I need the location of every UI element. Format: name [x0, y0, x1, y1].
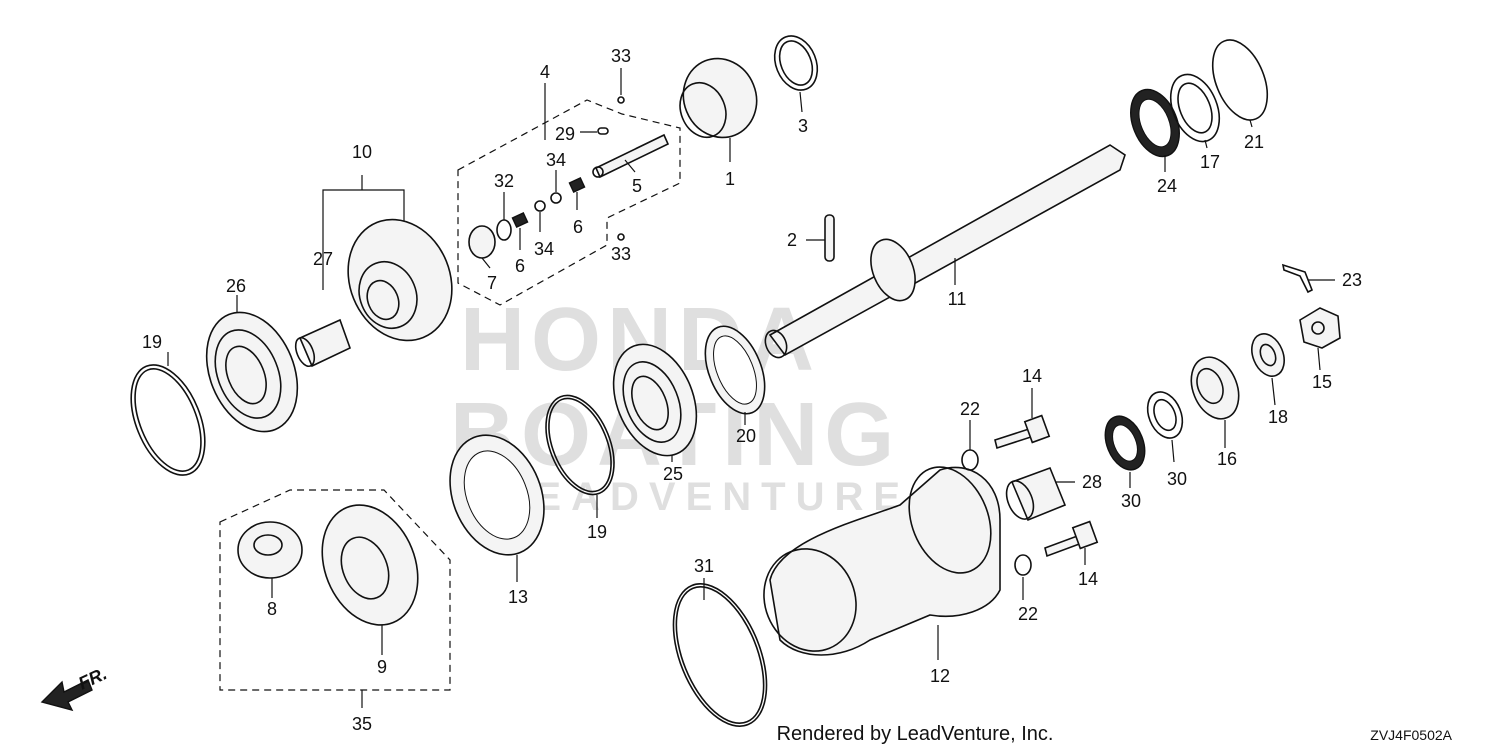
- label-24[interactable]: 24: [1157, 176, 1177, 196]
- o-ring-19b: [545, 394, 615, 496]
- footer-credit: Rendered by LeadVenture, Inc.: [777, 723, 1054, 745]
- label-21[interactable]: 21: [1244, 132, 1264, 152]
- label-22b[interactable]: 22: [1018, 604, 1038, 624]
- label-30a[interactable]: 30: [1121, 491, 1141, 511]
- pin-29: [597, 127, 609, 135]
- bearing-25: [612, 343, 698, 457]
- pin-33a: [617, 96, 625, 104]
- ring-3: [773, 35, 819, 91]
- washer-22b: [1014, 554, 1032, 576]
- label-29[interactable]: 29: [555, 124, 575, 144]
- label-22a[interactable]: 22: [960, 399, 980, 419]
- bearing-26: [205, 311, 299, 433]
- label-27[interactable]: 27: [313, 249, 333, 269]
- label-8[interactable]: 8: [267, 599, 277, 619]
- bearing-holder-12: [769, 466, 1001, 656]
- watermark-line3: LEADVENTURE: [500, 475, 910, 519]
- label-6b[interactable]: 6: [573, 217, 583, 237]
- label-7[interactable]: 7: [487, 273, 497, 293]
- label-19a[interactable]: 19: [142, 332, 162, 352]
- shift-shaft-5: [594, 133, 670, 179]
- shim-21: [1211, 39, 1269, 121]
- spring-6b: [568, 177, 586, 193]
- label-25[interactable]: 25: [663, 464, 683, 484]
- pin-2: [824, 214, 835, 262]
- label-12[interactable]: 12: [930, 666, 950, 686]
- seal-30b: [1146, 391, 1184, 439]
- label-1[interactable]: 1: [725, 169, 735, 189]
- castle-nut-15: [1299, 307, 1341, 349]
- part-labels: 1 2 3 4 5 6 6 7 8 9 10 11 12 13 14 14 15…: [142, 46, 1362, 734]
- forward-gear-9: [321, 504, 419, 626]
- o-ring-19: [130, 364, 206, 476]
- label-19b[interactable]: 19: [587, 522, 607, 542]
- collar-16: [1190, 356, 1240, 420]
- spring-6a: [511, 212, 529, 228]
- o-ring-31: [672, 583, 768, 727]
- label-31[interactable]: 31: [694, 556, 714, 576]
- washer-17: [1169, 73, 1221, 143]
- label-10[interactable]: 10: [352, 142, 372, 162]
- label-23[interactable]: 23: [1342, 270, 1362, 290]
- washer-22a: [961, 449, 979, 471]
- label-13[interactable]: 13: [508, 587, 528, 607]
- group-outlines: [219, 83, 681, 708]
- label-35[interactable]: 35: [352, 714, 372, 734]
- cotter-pin-23: [1281, 263, 1314, 294]
- label-30b[interactable]: 30: [1167, 469, 1187, 489]
- label-17[interactable]: 17: [1200, 152, 1220, 172]
- bevel-gear-10: [347, 218, 453, 342]
- label-32[interactable]: 32: [494, 171, 514, 191]
- label-26[interactable]: 26: [226, 276, 246, 296]
- label-4[interactable]: 4: [540, 62, 550, 82]
- label-18[interactable]: 18: [1268, 407, 1288, 427]
- label-34b[interactable]: 34: [534, 239, 554, 259]
- label-33b[interactable]: 33: [611, 244, 631, 264]
- label-28[interactable]: 28: [1082, 472, 1102, 492]
- ring-32: [496, 219, 512, 241]
- pinion-gear-8: [237, 521, 303, 579]
- label-9[interactable]: 9: [377, 657, 387, 677]
- label-6a[interactable]: 6: [515, 256, 525, 276]
- label-5[interactable]: 5: [632, 176, 642, 196]
- label-11[interactable]: 11: [948, 289, 967, 309]
- diagram-code: ZVJ4F0502A: [1370, 727, 1452, 743]
- plunger-7: [468, 225, 496, 259]
- leader-lines: [167, 68, 1335, 660]
- clutch-1: [682, 57, 758, 139]
- front-direction-arrow: [40, 679, 93, 712]
- label-2[interactable]: 2: [787, 230, 797, 250]
- ball-34b: [550, 192, 562, 204]
- pin-33b: [617, 233, 625, 241]
- washer-18: [1251, 333, 1285, 377]
- needle-bearing-27: [298, 318, 351, 368]
- label-14a[interactable]: 14: [1022, 366, 1042, 386]
- label-3[interactable]: 3: [798, 116, 808, 136]
- label-16[interactable]: 16: [1217, 449, 1237, 469]
- label-20[interactable]: 20: [736, 426, 756, 446]
- label-34a[interactable]: 34: [546, 150, 566, 170]
- needle-bearing-28: [1010, 466, 1067, 522]
- ball-34a: [534, 200, 546, 212]
- label-14b[interactable]: 14: [1078, 569, 1098, 589]
- label-15[interactable]: 15: [1312, 372, 1332, 392]
- parts: [40, 35, 1341, 727]
- label-33a[interactable]: 33: [611, 46, 631, 66]
- propeller-shaft-11: [768, 144, 1126, 357]
